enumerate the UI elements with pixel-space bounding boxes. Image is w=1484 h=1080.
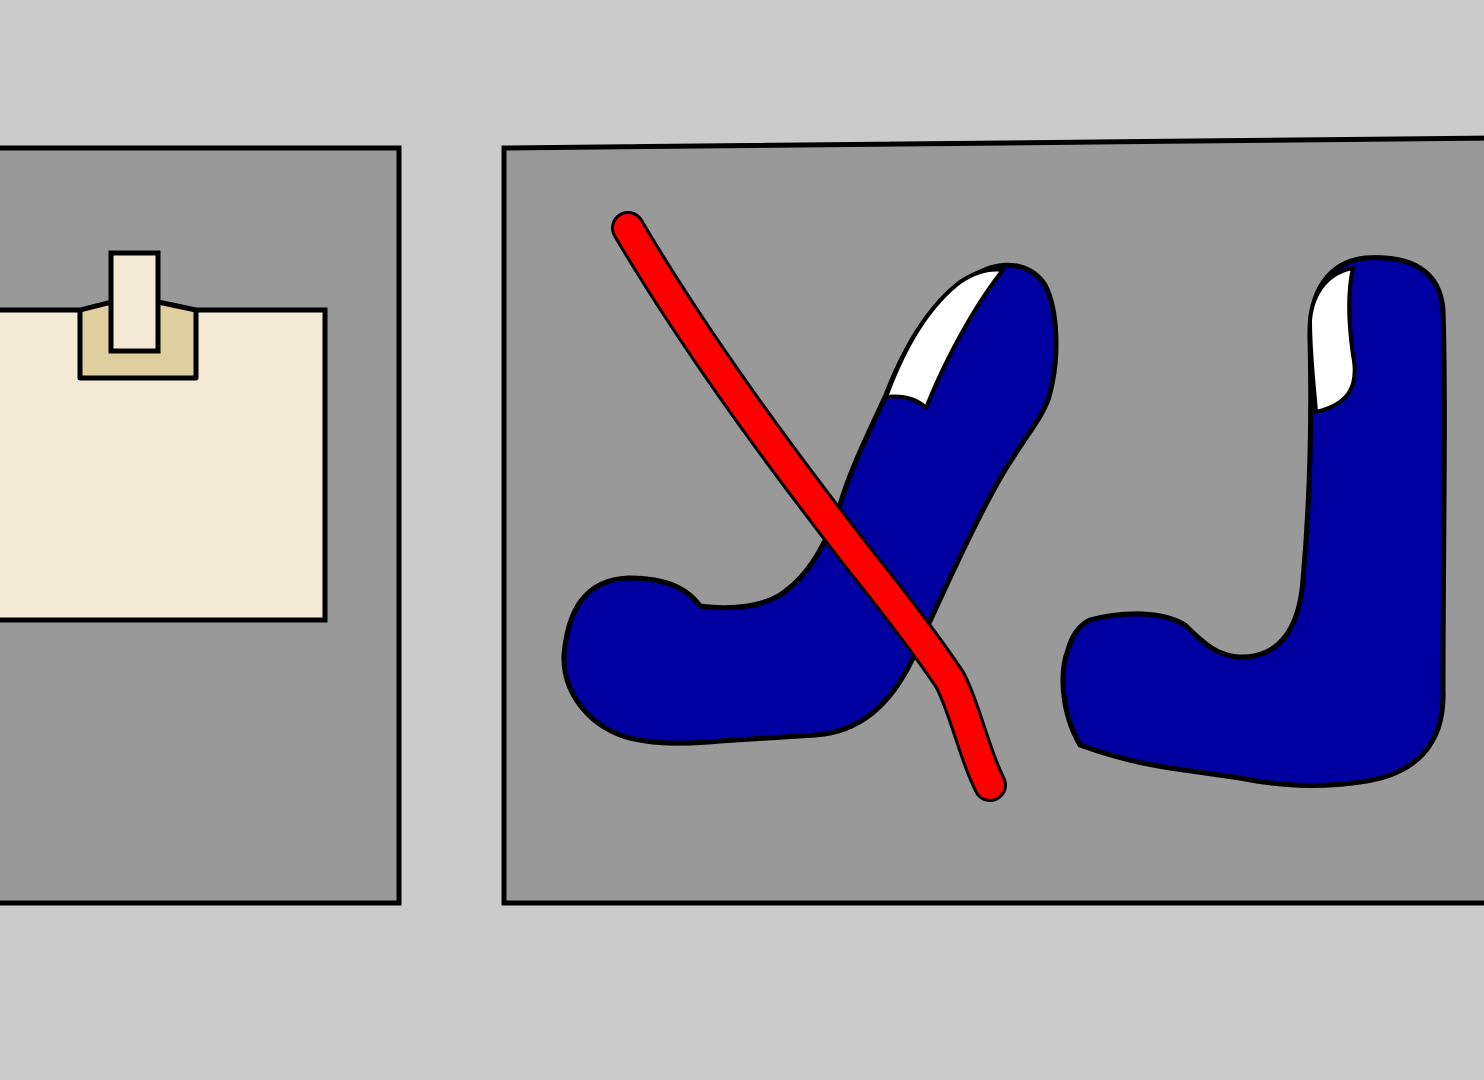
strike-stroke (614, 214, 1004, 799)
sock-icon[interactable] (1060, 255, 1447, 788)
clip-tab (108, 250, 161, 354)
crossed-out-sock-icon[interactable] (561, 262, 1059, 746)
sock-toe (1308, 266, 1357, 414)
left-panel[interactable] (0, 145, 402, 906)
right-panel[interactable] (501, 135, 1484, 906)
note-with-clip-icon[interactable] (0, 250, 328, 623)
sock-toe (884, 267, 1005, 410)
red-strike-icon (611, 211, 1007, 802)
